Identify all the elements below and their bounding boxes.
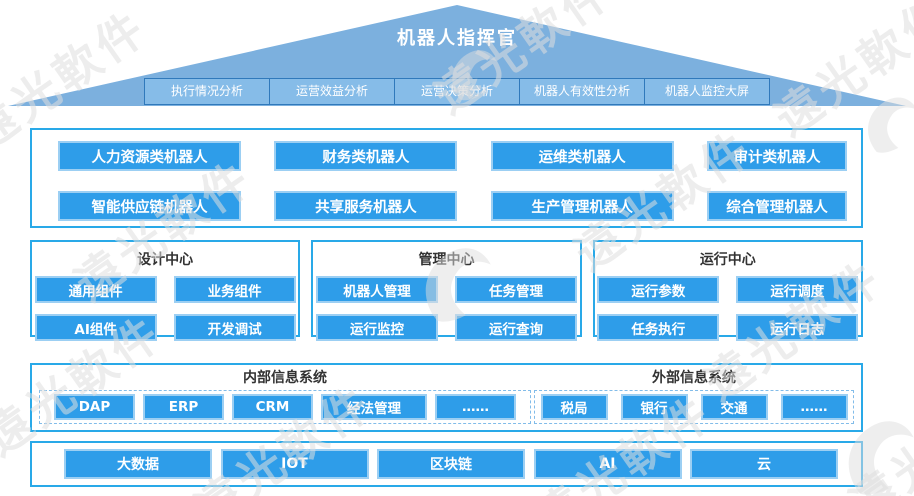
design-center-title: 设计中心 xyxy=(137,252,194,268)
platform-layer-section: 大数据 IOT 区块链 AI 云 xyxy=(30,441,863,487)
operation-center-grid: 运行参数 运行调度 任务执行 运行日志 xyxy=(597,276,859,341)
node-run-monitor: 运行监控 xyxy=(315,314,438,341)
watermark-text: 遠光軟件 xyxy=(764,0,914,147)
node-crm: CRM xyxy=(232,394,313,420)
external-systems-group: 外部信息系统 税局 银行 交通 …… xyxy=(534,368,854,430)
robot-node-general: 综合管理机器人 xyxy=(706,191,847,221)
tab-decision-analysis: 运营决策分析 xyxy=(394,78,520,105)
node-business-components: 业务组件 xyxy=(173,276,296,303)
operation-center-box: 运行中心 运行参数 运行调度 任务执行 运行日志 xyxy=(592,240,863,341)
node-dev-debug: 开发调试 xyxy=(173,314,296,341)
node-bank: 银行 xyxy=(620,394,688,420)
node-ai: AI xyxy=(533,449,682,479)
centers-row: 设计中心 通用组件 业务组件 AI组件 开发调试 管理中心 机器人管理 任务管理… xyxy=(30,240,863,341)
node-task-management: 任务管理 xyxy=(454,276,577,303)
node-iot: IOT xyxy=(220,449,369,479)
node-dap: DAP xyxy=(54,394,135,420)
node-erp: ERP xyxy=(143,394,224,420)
information-systems-section: 内部信息系统 DAP ERP CRM 经法管理 …… 外部信息系统 税局 银行 … xyxy=(30,363,863,432)
node-run-schedule: 运行调度 xyxy=(736,276,859,303)
robot-node-production: 生产管理机器人 xyxy=(490,191,674,221)
robot-node-hr: 人力资源类机器人 xyxy=(58,141,241,171)
robot-category-section: 人力资源类机器人 财务类机器人 运维类机器人 审计类机器人 智能供应链机器人 共… xyxy=(30,128,863,228)
tab-monitor-screen: 机器人监控大屏 xyxy=(644,78,770,105)
design-center-box: 设计中心 通用组件 业务组件 AI组件 开发调试 xyxy=(30,240,301,341)
node-big-data: 大数据 xyxy=(64,449,212,479)
external-systems-dashed-box: 税局 银行 交通 …… xyxy=(534,390,854,424)
node-ai-components: AI组件 xyxy=(34,314,157,341)
robot-node-ops: 运维类机器人 xyxy=(490,141,674,171)
operation-center-title: 运行中心 xyxy=(699,252,756,268)
node-run-params: 运行参数 xyxy=(597,276,720,303)
node-run-query: 运行查询 xyxy=(454,314,577,341)
node-robot-management: 机器人管理 xyxy=(315,276,438,303)
node-common-components: 通用组件 xyxy=(34,276,157,303)
robot-node-supply-chain: 智能供应链机器人 xyxy=(58,191,241,221)
robot-row-2: 智能供应链机器人 共享服务机器人 生产管理机器人 综合管理机器人 xyxy=(32,191,861,221)
tab-effectiveness-analysis: 机器人有效性分析 xyxy=(519,78,645,105)
external-systems-title: 外部信息系统 xyxy=(652,370,736,386)
robot-row-1: 人力资源类机器人 财务类机器人 运维类机器人 审计类机器人 xyxy=(32,141,861,171)
tab-benefit-analysis: 运营效益分析 xyxy=(269,78,395,105)
internal-systems-group: 内部信息系统 DAP ERP CRM 经法管理 …… xyxy=(39,368,531,430)
node-legal-management: 经法管理 xyxy=(321,394,427,420)
management-center-title: 管理中心 xyxy=(418,252,475,268)
diagram-title: 机器人指挥官 xyxy=(397,28,517,49)
tab-execution-analysis: 执行情况分析 xyxy=(144,78,270,105)
node-internal-more: …… xyxy=(435,394,516,420)
node-run-log: 运行日志 xyxy=(736,314,859,341)
node-cloud: 云 xyxy=(690,449,838,479)
management-center-grid: 机器人管理 任务管理 运行监控 运行查询 xyxy=(315,276,577,341)
node-tax-bureau: 税局 xyxy=(540,394,608,420)
node-external-more: …… xyxy=(780,394,848,420)
robot-node-finance: 财务类机器人 xyxy=(274,141,458,171)
management-center-box: 管理中心 机器人管理 任务管理 运行监控 运行查询 xyxy=(311,240,582,341)
node-transport: 交通 xyxy=(700,394,768,420)
analysis-tab-row: 执行情况分析 运营效益分析 运营决策分析 机器人有效性分析 机器人监控大屏 xyxy=(144,78,770,105)
node-blockchain: 区块链 xyxy=(377,449,525,479)
node-task-execution: 任务执行 xyxy=(597,314,720,341)
robot-node-shared-service: 共享服务机器人 xyxy=(274,191,458,221)
internal-systems-title: 内部信息系统 xyxy=(243,370,327,386)
robot-node-audit: 审计类机器人 xyxy=(706,141,847,171)
design-center-grid: 通用组件 业务组件 AI组件 开发调试 xyxy=(34,276,296,341)
internal-systems-dashed-box: DAP ERP CRM 经法管理 …… xyxy=(39,390,531,424)
